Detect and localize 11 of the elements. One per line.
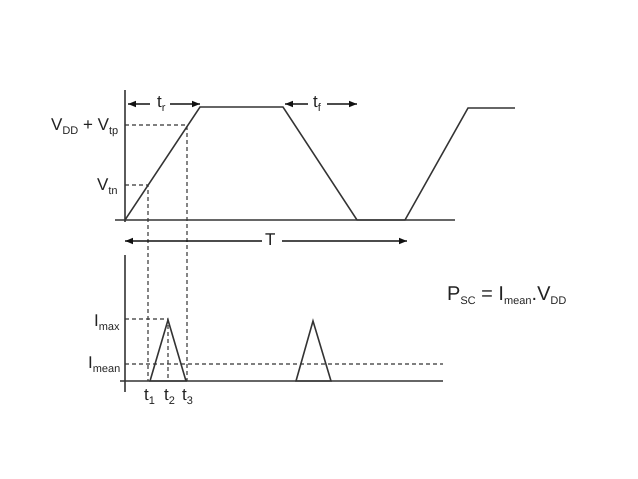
time-label: t$_{f}$	[313, 92, 321, 112]
formula-text: P$_{SC}$ = I$_{mean}$.V$_{DD}$	[447, 284, 566, 304]
voltage-label: V$_{DD}$ + V$_{tp}$	[51, 115, 118, 135]
current-label: I$_{max}$	[94, 311, 120, 331]
time-label: t$_{3}$	[182, 385, 193, 405]
time-label: t$_{r}$	[157, 92, 166, 112]
period-label: T	[265, 230, 276, 250]
voltage-label: V$_{tn}$	[97, 175, 118, 195]
current-label: I$_{mean}$	[88, 353, 120, 373]
time-label: t$_{1}$	[144, 385, 155, 405]
time-label: t$_{2}$	[164, 385, 175, 405]
